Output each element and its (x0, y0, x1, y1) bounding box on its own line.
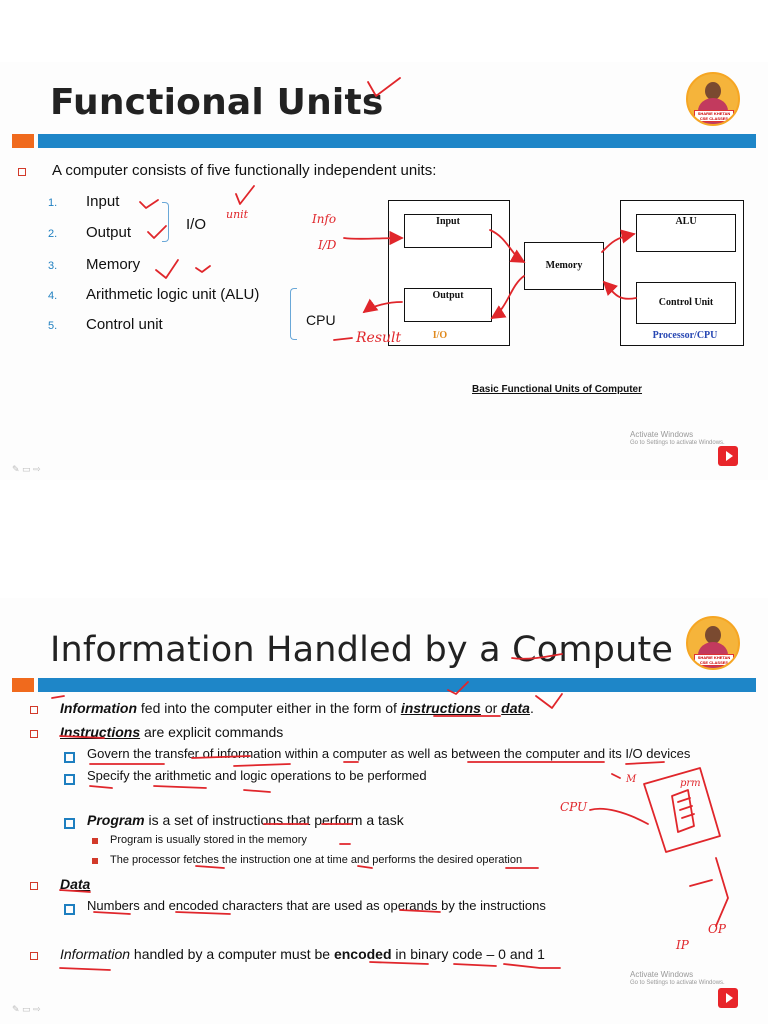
pen-tools-icon[interactable]: ✎ ▭ ⇨ (12, 1004, 41, 1014)
term-program: Program (87, 812, 145, 828)
watermark-line: Activate Windows (630, 430, 694, 439)
data-sub: Numbers and encoded characters that are … (87, 898, 546, 913)
sub-bullet-icon (64, 818, 75, 829)
annotation-id: I/D (318, 238, 337, 252)
annotation-unit: unit (226, 208, 249, 221)
program-sub-1: Program is usually stored in the memory (110, 834, 307, 846)
cpu-bracket (290, 288, 297, 340)
slide-title: Information Handled by a Compute (50, 630, 674, 670)
processor-caption: Processor/CPU (652, 330, 718, 341)
list-number: 5. (48, 320, 58, 332)
instructions-sub-1: Govern the transfer of information withi… (87, 746, 691, 761)
accent-bar-blue (38, 678, 756, 692)
text-span: or (480, 700, 502, 716)
annotation-ip: IP (676, 938, 689, 952)
presenter-avatar: SHARIE KHETAN CSE CLASSES (686, 616, 740, 670)
term-information: Information (60, 946, 131, 962)
diagram-caption: Basic Functional Units of Computer (472, 384, 643, 395)
unit-output: Output (86, 224, 132, 241)
output-box: Output (404, 288, 492, 322)
bullet-icon (30, 952, 38, 960)
term-data: data (501, 700, 530, 716)
text-span: is a set of instructions that perform a … (144, 812, 404, 828)
watermark-line: Go to Settings to activate Windows. (630, 440, 725, 446)
information-line: Information fed into the computer either… (60, 700, 534, 716)
term-instructions: Instructions (60, 724, 141, 740)
unit-memory: Memory (86, 256, 141, 273)
slide-title: Functional Units (50, 82, 384, 123)
list-number: 2. (48, 228, 58, 240)
accent-bar-blue (38, 134, 756, 148)
pen-tools-icon[interactable]: ✎ ▭ ⇨ (12, 464, 41, 474)
annotation-cpu: CPU (560, 800, 588, 814)
slide-functional-units: Functional Units SHARIE KHETAN CSE CLASS… (0, 62, 768, 480)
bullet-icon (30, 730, 38, 738)
annotation-result: Result (356, 330, 402, 346)
sub-bullet-icon (64, 774, 75, 785)
activate-windows-watermark: Activate Windows Go to Settings to activ… (630, 430, 725, 448)
watermark-line: Activate Windows (630, 970, 694, 979)
youtube-icon[interactable] (718, 988, 738, 1008)
control-unit-box: Control Unit (636, 282, 736, 324)
text-span: in binary code – 0 and 1 (391, 946, 545, 962)
sub-sub-bullet-icon (92, 838, 98, 844)
bullet-icon (30, 706, 38, 714)
sub-bullet-icon (64, 752, 75, 763)
text-span: handled by a computer must be (130, 946, 334, 962)
io-caption: I/O (432, 330, 448, 341)
alu-box: ALU (636, 214, 736, 252)
sub-sub-bullet-icon (92, 858, 98, 864)
youtube-icon[interactable] (718, 446, 738, 466)
text-span: . (529, 700, 534, 716)
accent-bar-orange (12, 134, 34, 148)
accent-bar-orange (12, 678, 34, 692)
io-bracket (162, 202, 169, 242)
instructions-line: Instructions are explicit commands (60, 724, 283, 740)
bullet-icon (30, 882, 38, 890)
text-span: are explicit commands (140, 724, 284, 740)
unit-input: Input (86, 193, 120, 210)
unit-control: Control unit (86, 316, 163, 333)
instructions-sub-2: Specify the arithmetic and logic operati… (87, 768, 427, 783)
list-number: 4. (48, 290, 58, 302)
list-number: 3. (48, 260, 58, 272)
presenter-avatar: SHARIE KHETAN CSE CLASSES (686, 72, 740, 126)
unit-alu: Arithmetic logic unit (ALU) (86, 286, 260, 303)
annotation-prm: prm (680, 778, 701, 789)
term-encoded: encoded (333, 946, 392, 962)
activate-windows-watermark: Activate Windows Go to Settings to activ… (630, 970, 725, 988)
avatar-tag: SHARIE KHETAN CSE CLASSES (694, 110, 734, 122)
list-number: 1. (48, 197, 58, 209)
intro-text: A computer consists of five functionally… (52, 162, 437, 179)
text-span: fed into the computer either in the form… (137, 700, 401, 716)
program-sub-2: The processor fetches the instruction on… (110, 854, 523, 866)
encoding-line: Information handled by a computer must b… (60, 946, 545, 962)
cpu-label: CPU (306, 312, 336, 328)
term-instructions: instructions (400, 700, 481, 716)
term-data: Data (60, 876, 91, 892)
program-line: Program is a set of instructions that pe… (87, 812, 404, 828)
data-heading: Data (60, 876, 90, 892)
annotation-op: OP (708, 922, 726, 936)
annotation-info: Info (312, 212, 337, 226)
avatar-tag: SHARIE KHETAN CSE CLASSES (694, 654, 734, 666)
term-information: Information (60, 700, 137, 716)
input-box: Input (404, 214, 492, 248)
sub-bullet-icon (64, 904, 75, 915)
memory-box: Memory (524, 242, 604, 290)
slide-information-handled: Information Handled by a Compute SHARIE … (0, 598, 768, 1024)
io-label: I/O (186, 216, 207, 233)
watermark-line: Go to Settings to activate Windows. (630, 980, 725, 986)
bullet-icon (18, 168, 26, 176)
annotation-m: M (626, 774, 637, 785)
